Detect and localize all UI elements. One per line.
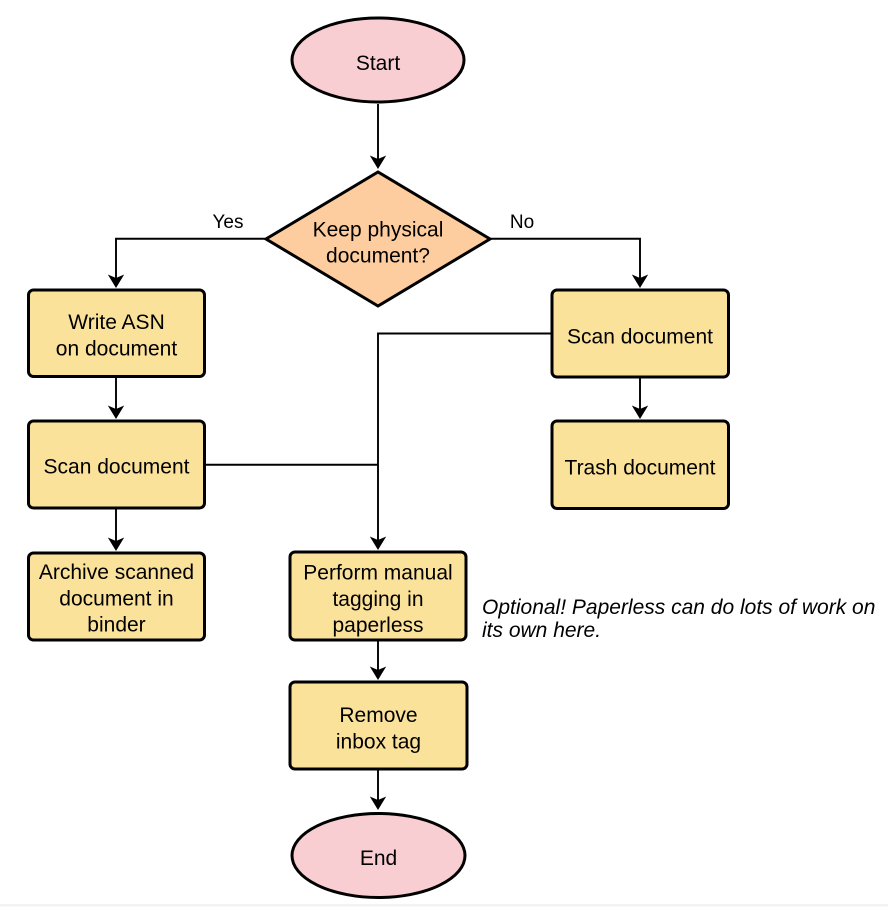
svg-text:document in: document in <box>59 587 173 610</box>
svg-text:Optional! Paperless can do lot: Optional! Paperless can do lots of work … <box>482 596 875 619</box>
svg-text:inbox tag: inbox tag <box>336 730 421 753</box>
svg-text:on document: on document <box>56 337 178 360</box>
svg-text:Remove: Remove <box>339 704 417 727</box>
svg-text:document?: document? <box>326 245 430 268</box>
svg-text:Keep physical: Keep physical <box>313 219 444 242</box>
svg-text:its own here.: its own here. <box>482 619 601 642</box>
svg-text:Scan document: Scan document <box>44 455 190 478</box>
svg-text:paperless: paperless <box>332 614 423 637</box>
svg-text:No: No <box>510 212 534 233</box>
svg-text:End: End <box>360 847 397 870</box>
svg-text:binder: binder <box>87 614 145 637</box>
svg-text:Trash document: Trash document <box>565 456 716 479</box>
svg-text:Write ASN: Write ASN <box>68 311 164 334</box>
svg-text:Yes: Yes <box>213 212 244 233</box>
svg-text:Start: Start <box>356 52 401 75</box>
svg-text:Perform manual: Perform manual <box>303 562 452 585</box>
svg-text:tagging in: tagging in <box>332 588 423 611</box>
svg-text:Archive scanned: Archive scanned <box>39 561 194 584</box>
svg-text:Scan document: Scan document <box>567 325 713 348</box>
